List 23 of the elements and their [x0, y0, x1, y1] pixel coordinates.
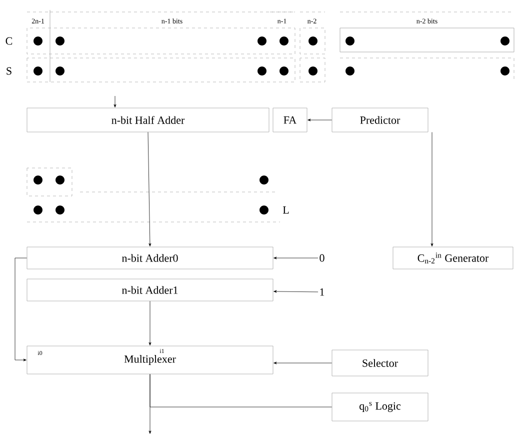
arrow: [148, 301, 152, 346]
row-label: S: [6, 67, 12, 75]
arrow: [114, 96, 116, 108]
input-value: 0: [320, 254, 324, 262]
block-box: Selector: [332, 350, 428, 376]
block-box: n-bit Half Adder: [26, 108, 270, 132]
block-box: n-bit Adder1: [26, 278, 274, 302]
arrow: [274, 290, 318, 293]
arrow: [148, 132, 152, 246]
signal-label: L: [282, 206, 289, 214]
block-box: FA: [272, 108, 308, 132]
arrow: [274, 362, 332, 364]
arrow: [308, 118, 332, 122]
block-box: n-bit Adder0: [26, 246, 274, 270]
arrow: [14, 258, 27, 362]
row-label: C: [6, 37, 12, 45]
block-box: q$_{0}$$^{s}$ Logic: [332, 392, 428, 422]
block-box: Predictor: [332, 108, 428, 132]
arrow: [274, 256, 318, 260]
input-value: 1: [320, 288, 324, 296]
block-box: C$_{n-2}$$^{in}$ Generator: [392, 246, 514, 270]
arrow: [430, 132, 434, 246]
arrow: [148, 374, 152, 434]
